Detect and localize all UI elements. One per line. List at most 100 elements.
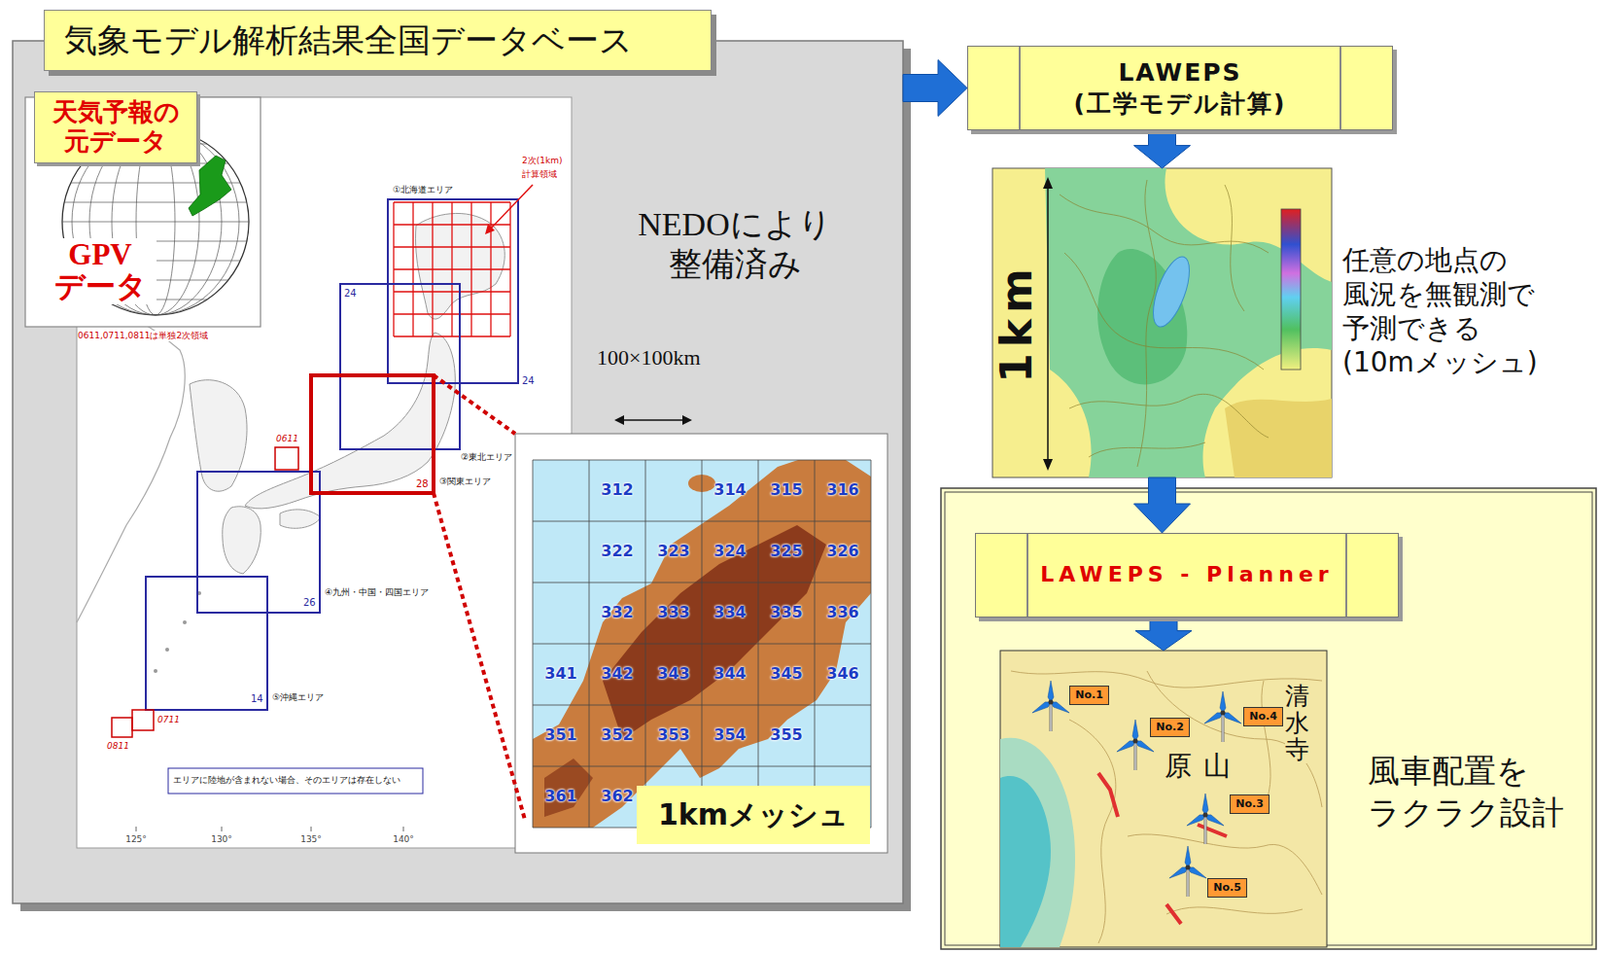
mesh-number: 354 [713,725,746,744]
turbine-layout-map [1000,670,1322,947]
source-tag: 天気予報の 元データ [34,91,198,164]
turbine-tag: No.3 [1229,794,1270,814]
flow-arrow [1135,617,1192,651]
mesh-number: 336 [826,602,859,622]
mesh-number: 324 [713,541,746,560]
panel-title: 気象モデル解析結果全国データベース [43,9,712,71]
turbine-layout-map [1127,834,1322,895]
japan-area-map [279,509,321,528]
mesh-number: 333 [657,602,690,622]
area-label: ④九州・中国・四国エリア [324,587,429,598]
layout-map: 原山清水寺No.1No.2No.4No.3No.5 [1000,650,1327,947]
turbine-number: No.5 [1213,880,1242,894]
mesh-number: 315 [769,480,802,499]
process-box: LAWEPS (工学モデル計算) [967,45,1393,131]
turbine-layout-map [1166,906,1303,914]
wind-contour-map [992,168,1332,478]
zoom-leader [433,375,516,434]
area-number: 28 [416,478,429,490]
wind-contour-map [1088,442,1206,457]
map-note: 0611,0711,0811は単独2次領域 [77,330,209,342]
mesh-number: 334 [713,602,746,622]
japan-area-map [168,767,423,794]
wind-contour-map [1064,252,1264,370]
mesh-tag: 1kmメッシュ [636,785,870,844]
area-label: ⑤沖縄エリア [272,692,324,703]
tag-text: 1kmメッシュ [658,797,849,833]
wind-contour-map [1146,252,1197,332]
tag-text: 天気予報の 元データ [42,98,189,157]
turbine-tag: No.4 [1243,706,1284,727]
area-label: ③関東エリア [439,476,491,487]
flow-arrow [1134,477,1191,533]
turbine-number: No.2 [1155,720,1184,733]
axis-label: 135° [300,834,322,845]
japan-area-map [311,375,434,493]
axis-label: 125° [125,834,147,845]
wind-contour-map [1281,208,1301,370]
turbine-number: No.4 [1249,709,1278,723]
database-panel [12,40,904,904]
turbine-layout-map [1069,719,1116,943]
mesh-number: 353 [657,725,690,744]
japan-area-map [136,826,404,832]
process-text: LAWEPS - Planner [1040,561,1333,588]
turbine-layout-map [1261,680,1271,807]
japan-area-map [145,576,268,710]
japan-area-map [393,202,511,337]
area-number: 26 [303,596,316,609]
database-panel [12,40,911,911]
japan-area-map [222,506,262,574]
mesh-zoom-map [515,433,888,853]
note-text: NEDOにより 整備済み [627,205,842,285]
turbine-layout-map [1010,670,1322,943]
japan-area-map [485,223,495,235]
wind-contour-map [1069,393,1269,438]
mesh-number: 361 [544,786,577,805]
mesh-number: 322 [600,541,633,560]
turbine-layout-map [1000,650,1327,947]
axis-label: 140° [392,834,415,845]
planner-panel: 風車配置を ラクラク設計LAWEPS - Planner原山清水寺No.1No.… [940,487,1597,949]
process-text: LAWEPS (工学モデル計算) [1058,57,1302,119]
japan-area-map [165,647,170,652]
dimension-label: 100×100km [596,345,701,371]
dimension-arrow [614,415,693,425]
area-label: 計算領域 [521,169,557,180]
area-number: 0611 [276,433,299,445]
turbine-layout-map [1000,737,1076,947]
mesh-number: 342 [600,663,633,683]
wind-contour-map [1224,398,1332,478]
process-box: LAWEPS - Planner [974,532,1399,618]
japan-area-map [132,709,154,731]
planner-panel [940,487,1597,949]
wind-contour-map [1044,168,1332,478]
area-number: 24 [344,287,357,300]
area-number: 14 [250,693,264,705]
mesh-number: 335 [769,602,802,622]
zoom-leader [433,492,525,820]
zoom-leader [433,375,525,820]
dimension-arrow [622,418,685,421]
wind-contour-map [1046,186,1049,461]
wind-contour-map [1059,194,1269,253]
turbine-layout-map [1184,793,1225,844]
mesh-number: 344 [713,663,746,683]
database-panel: 気象モデル解析結果全国データベースGPV データ天気予報の 元データ1kmメッシ… [12,40,904,904]
map-note: エリアに陸地が含まれない場合、そのエリアは存在しない [173,774,401,786]
turbine-layout-map [1000,775,1051,947]
flow-arrow [903,60,968,117]
wind-contour-map [1224,184,1245,312]
mesh-number: 346 [826,663,859,683]
turbine-tag: No.5 [1207,877,1248,898]
mesh-zoom-map [532,459,871,828]
wind-map: 1km [992,168,1332,478]
turbine-layout-map [1030,680,1071,731]
place-name: 原山 [1164,749,1243,783]
mesh-zoom-map [515,433,888,853]
wind-contour-map [1044,168,1332,478]
mesh-number: 341 [544,663,577,683]
globe-caption: GPV データ [43,238,157,304]
dimension-label: 1km [995,262,1039,383]
mesh-zoom-map [602,524,827,739]
